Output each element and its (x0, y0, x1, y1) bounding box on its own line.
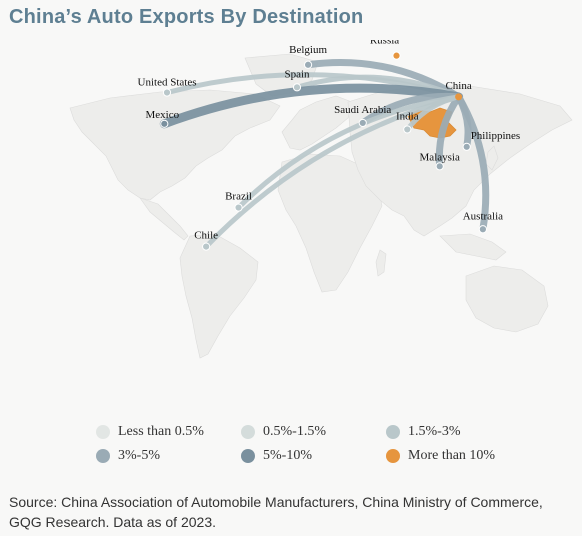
land-asia (347, 85, 573, 237)
dot-philippines (462, 142, 471, 151)
legend-item: 5%-10% (241, 447, 386, 465)
dot-layer (160, 51, 487, 251)
arc-china-to-belgium (304, 59, 463, 101)
legend-swatch-1-5-3 (386, 425, 400, 439)
arc-layer (159, 59, 490, 250)
arc-china-to-australia (455, 93, 490, 233)
arc-china-to-brazil (236, 94, 462, 211)
legend-swatch-less-than-0-5 (96, 425, 110, 439)
legend-swatch-3-5 (96, 449, 110, 463)
arc-china-to-malaysia (435, 93, 463, 170)
legend-label: 0.5%-1.5% (263, 424, 326, 439)
label-mexico: Mexico (145, 109, 179, 121)
legend-item: 0.5%-1.5% (241, 423, 386, 441)
land-madagascar (375, 249, 387, 277)
label-belgium: Belgium (289, 44, 327, 56)
dot-belgium (303, 60, 313, 69)
label-spain: Spain (284, 68, 310, 80)
land-africa (277, 153, 383, 293)
dot-china (455, 93, 463, 101)
legend-item: More than 10% (386, 447, 531, 465)
page-title: China’s Auto Exports By Destination (9, 6, 364, 28)
legend-label: More than 10% (408, 448, 496, 463)
source-note: Source: China Association of Automobile … (9, 494, 543, 530)
land-central-america (139, 197, 189, 241)
legend-item: Less than 0.5% (96, 423, 241, 441)
dot-chile (202, 242, 211, 251)
dot-brazil (234, 203, 243, 212)
label-united-states: United States (138, 77, 197, 89)
dot-malaysia (435, 162, 444, 171)
legend-label: 3%-5% (118, 448, 160, 463)
land-europe (281, 95, 353, 151)
legend-label: Less than 0.5% (118, 424, 204, 439)
land-south-america (179, 233, 259, 359)
label-saudi-arabia: Saudi Arabia (334, 104, 391, 116)
label-india: India (396, 110, 419, 122)
label-russia: Russia (370, 40, 399, 47)
land-southeast-asia (439, 233, 507, 261)
land-australia (465, 265, 549, 333)
legend-swatch-more-than-10 (386, 449, 400, 463)
legend: Less than 0.5% 0.5%-1.5% 1.5%-3% 3%-5% 5… (96, 423, 536, 465)
label-china: China (445, 80, 471, 92)
label-chile: Chile (194, 230, 218, 242)
arc-china-to-chile (203, 94, 462, 250)
label-australia: Australia (463, 210, 503, 222)
legend-label: 5%-10% (263, 448, 312, 463)
label-brazil: Brazil (225, 191, 252, 203)
legend-swatch-0-5-1-5 (241, 425, 255, 439)
dot-australia (478, 225, 487, 234)
dot-spain (292, 83, 302, 92)
legend-item: 1.5%-3% (386, 423, 531, 441)
dot-russia (392, 51, 401, 60)
legend-swatch-5-10 (241, 449, 255, 463)
label-philippines: Philippines (471, 130, 521, 142)
land-north-america (69, 89, 281, 201)
dot-india (403, 125, 412, 134)
dot-united-states (162, 88, 172, 97)
land-layer (69, 53, 573, 359)
label-malaysia: Malaysia (420, 151, 460, 163)
arc-china-to-mexico (159, 83, 464, 129)
legend-label: 1.5%-3% (408, 424, 461, 439)
dot-saudi-arabia (358, 118, 367, 128)
legend-item: 3%-5% (96, 447, 241, 465)
dot-mexico (160, 119, 169, 128)
